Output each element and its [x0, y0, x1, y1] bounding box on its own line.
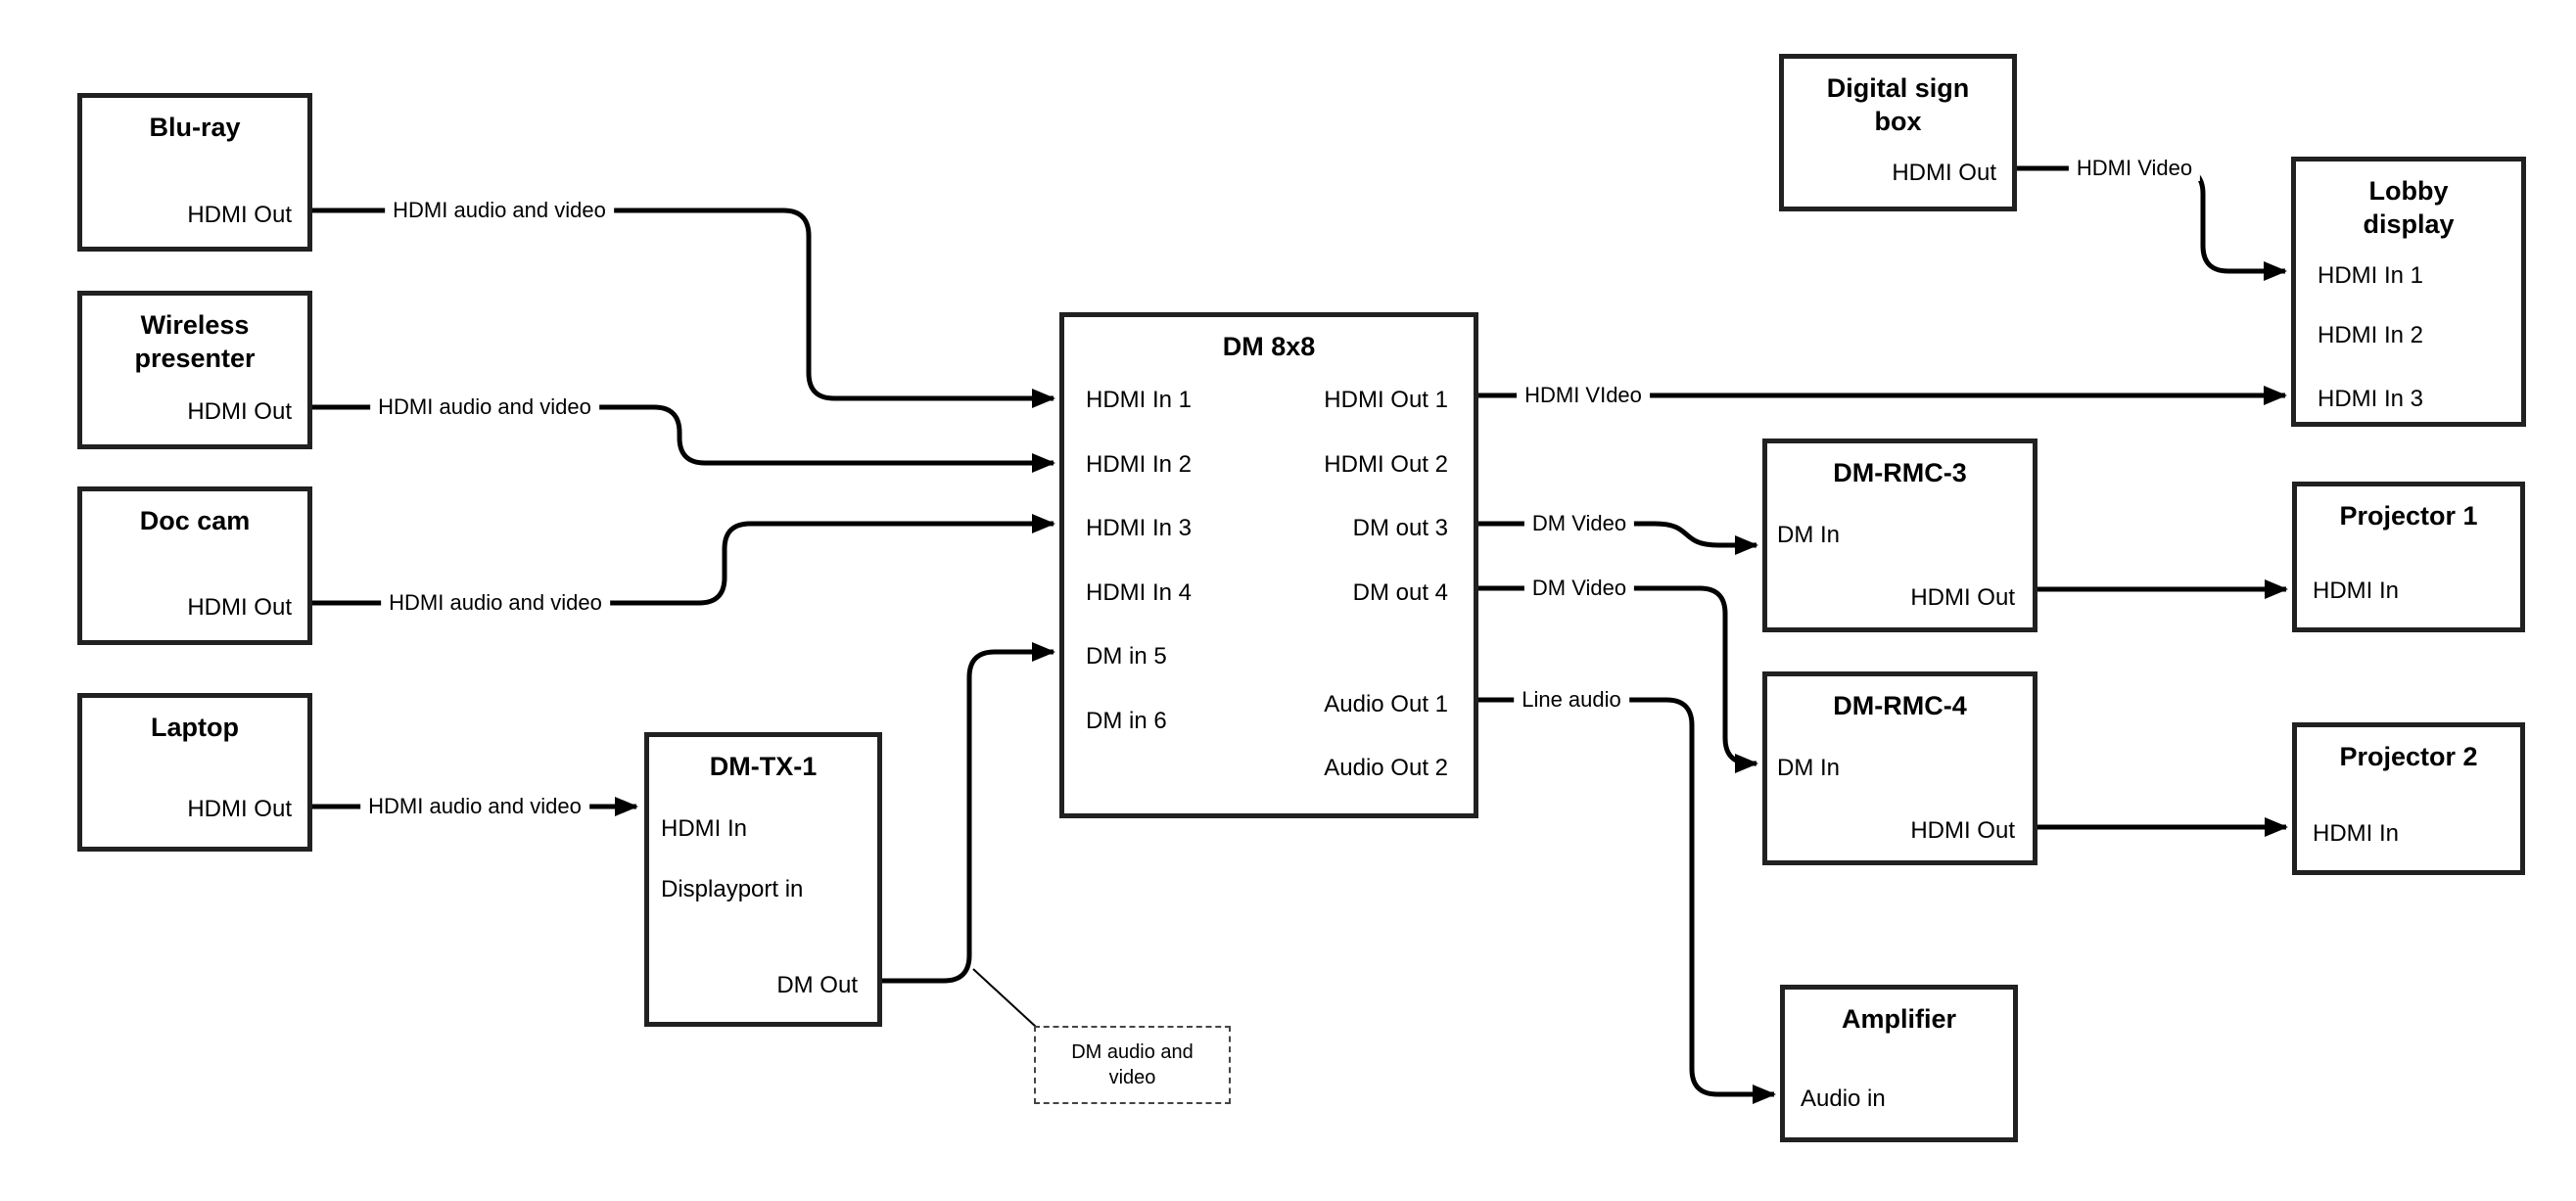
- port-dm-in: DM In: [1777, 522, 1841, 548]
- box-title: Doc cam: [139, 506, 251, 535]
- box-title: Laptop: [151, 713, 239, 742]
- note-text: DM audio and video: [1071, 1041, 1194, 1088]
- box-doc-cam: Doc cam HDMI Out: [77, 486, 312, 645]
- wire-dm8x8-audio1-to-amplifier: [1478, 697, 1776, 1104]
- box-dm-rmc-4: DM-RMC-4 DM In HDMI Out: [1762, 671, 2037, 865]
- wire-dmtx1-to-dm8x8-in5: [882, 642, 1055, 984]
- port-hdmi-out: HDMI Out: [1910, 817, 2015, 844]
- note-dm-audio-video: DM audio and video: [1034, 1026, 1231, 1104]
- port-displayport-in: Displayport in: [661, 876, 804, 902]
- box-title: Projector 2: [2339, 742, 2478, 771]
- wire-label-hdmi-av-bluray: HDMI audio and video: [385, 198, 614, 223]
- box-title: Wireless presenter: [134, 310, 256, 373]
- port-dm-out-3: DM out 3: [1352, 515, 1448, 541]
- port-dm-in: DM In: [1777, 755, 1841, 781]
- port-dm-in-5: DM in 5: [1086, 643, 1167, 670]
- wire-label-hdmi-av-laptop: HDMI audio and video: [360, 794, 589, 819]
- port-hdmi-in-4: HDMI In 4: [1086, 579, 1193, 606]
- box-dm-8x8: DM 8x8 HDMI In 1 HDMI In 2 HDMI In 3 HDM…: [1059, 312, 1478, 818]
- box-title: DM-RMC-3: [1833, 458, 1967, 487]
- port-hdmi-in-1: HDMI In 1: [1086, 387, 1193, 413]
- port-hdmi-out: HDMI Out: [1910, 584, 2015, 611]
- box-title: Amplifier: [1841, 1004, 1957, 1034]
- port-hdmi-in-1: HDMI In 1: [2318, 262, 2424, 289]
- port-hdmi-in-2: HDMI In 2: [1086, 451, 1193, 478]
- wire-dm8x8-out3-to-dmrmc3: [1478, 521, 1758, 555]
- box-digital-sign: Digital sign box HDMI Out: [1779, 54, 2017, 211]
- port-audio-in: Audio in: [1801, 1086, 1886, 1112]
- wire-label-hdmi-video-sign: HDMI Video: [2068, 156, 2201, 181]
- box-amplifier: Amplifier Audio in: [1780, 985, 2018, 1142]
- box-title: Blu-ray: [149, 113, 241, 142]
- box-title: DM-TX-1: [709, 752, 818, 781]
- port-audio-out-2: Audio Out 2: [1324, 755, 1448, 781]
- port-hdmi-in-3: HDMI In 3: [2318, 386, 2424, 412]
- wire-label-hdmi-av-doccam: HDMI audio and video: [381, 590, 610, 616]
- port-hdmi-out-2: HDMI Out 2: [1324, 451, 1448, 478]
- port-hdmi-out: HDMI Out: [187, 796, 292, 822]
- wire-bluray-to-dm8x8-in1: [312, 208, 1055, 408]
- box-title: DM-RMC-4: [1833, 691, 1967, 720]
- box-dm-rmc-3: DM-RMC-3 DM In HDMI Out: [1762, 439, 2037, 632]
- box-dm-tx-1: DM-TX-1 HDMI In Displayport in DM Out: [644, 732, 882, 1027]
- wire-label-hdmi-av-wireless: HDMI audio and video: [370, 394, 599, 420]
- wire-dm8x8-out4-to-dmrmc4: [1478, 585, 1758, 773]
- port-audio-out-1: Audio Out 1: [1324, 691, 1448, 717]
- port-hdmi-in: HDMI In: [661, 815, 748, 842]
- port-hdmi-out: HDMI Out: [187, 202, 292, 228]
- port-dm-in-6: DM in 6: [1086, 708, 1167, 734]
- box-title: Lobby display: [2363, 176, 2455, 239]
- wire-label-dm-video-out3: DM Video: [1523, 511, 1635, 536]
- port-hdmi-out: HDMI Out: [1892, 160, 1996, 186]
- port-hdmi-out: HDMI Out: [187, 398, 292, 425]
- wire-label-hdmi-video-out1: HDMI VIdeo: [1517, 383, 1650, 408]
- box-title: DM 8x8: [1222, 332, 1316, 361]
- port-dm-out-4: DM out 4: [1352, 579, 1448, 606]
- wire-digitalsign-to-lobby-in1: [2017, 165, 2287, 281]
- port-hdmi-in: HDMI In: [2313, 820, 2400, 847]
- port-hdmi-in-3: HDMI In 3: [1086, 515, 1193, 541]
- port-hdmi-in: HDMI In: [2313, 577, 2400, 604]
- box-bluray: Blu-ray HDMI Out: [77, 93, 312, 252]
- box-wireless-presenter: Wireless presenter HDMI Out: [77, 291, 312, 449]
- port-hdmi-out: HDMI Out: [187, 594, 292, 621]
- box-laptop: Laptop HDMI Out: [77, 693, 312, 852]
- wire-doccam-to-dm8x8-in3: [312, 514, 1055, 606]
- note-leader-line: [972, 968, 1037, 1028]
- port-hdmi-out-1: HDMI Out 1: [1324, 387, 1448, 413]
- box-lobby-display: Lobby display HDMI In 1 HDMI In 2 HDMI I…: [2291, 157, 2526, 427]
- port-dm-out: DM Out: [776, 972, 858, 998]
- box-projector-1: Projector 1 HDMI In: [2292, 482, 2525, 632]
- wire-label-dm-video-out4: DM Video: [1523, 576, 1635, 601]
- port-hdmi-in-2: HDMI In 2: [2318, 322, 2424, 348]
- box-projector-2: Projector 2 HDMI In: [2292, 722, 2525, 875]
- wire-label-line-audio: Line audio: [1514, 687, 1629, 713]
- wire-wireless-to-dm8x8-in2: [312, 404, 1055, 473]
- box-title: Digital sign box: [1826, 73, 1970, 136]
- box-title: Projector 1: [2339, 501, 2478, 531]
